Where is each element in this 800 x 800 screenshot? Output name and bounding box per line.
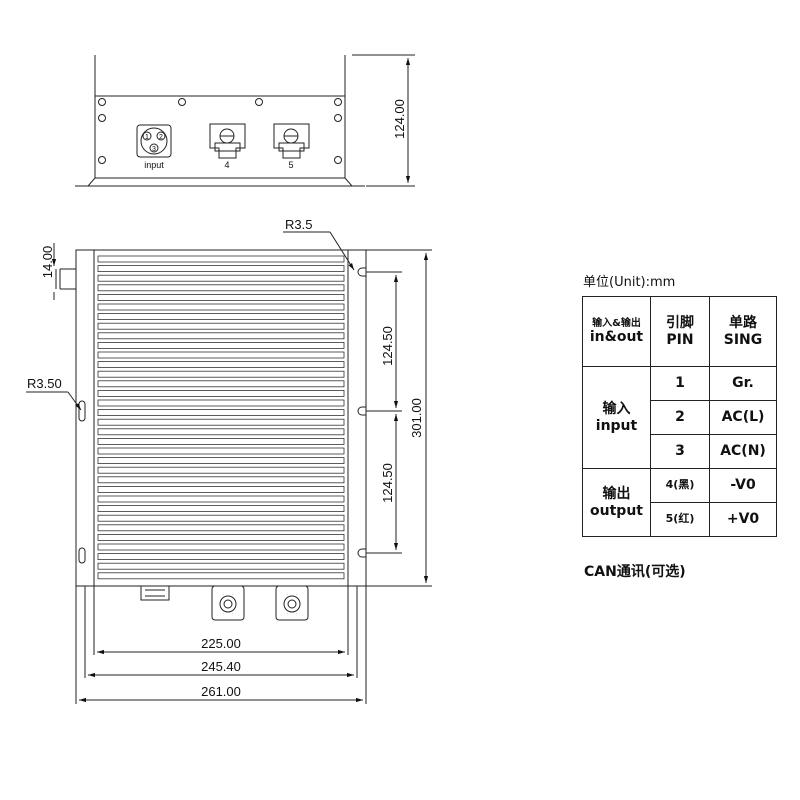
connector-pin-label: 1	[145, 134, 149, 141]
screw-icons	[98, 98, 342, 164]
can-label: CAN通讯(可选)	[584, 564, 686, 580]
front-dimensions	[26, 231, 432, 704]
terminal-5-bottom-icon	[275, 585, 309, 621]
heatsink-fin	[97, 543, 345, 551]
heatsink-fin	[97, 495, 345, 503]
connector-pin-label: 3	[152, 146, 156, 153]
output-group-cn: 输出	[602, 486, 631, 503]
heatsink-fin	[97, 524, 345, 532]
pin-cell: 4(黑)	[650, 468, 710, 503]
input-group-cell: 输入 input	[582, 366, 651, 469]
input-group-cn: 输入	[602, 401, 631, 418]
pin-cell: 3	[650, 434, 710, 469]
port-5-label: 5	[288, 160, 293, 170]
terminal-4-icon	[209, 123, 246, 159]
heatsink-fin	[97, 399, 345, 407]
heatsink-fin	[97, 418, 345, 426]
heatsink-fin	[97, 332, 345, 340]
signal-cell: AC(N)	[709, 434, 777, 469]
heatsink-fin	[97, 370, 345, 378]
header-inout-cn: 输入&输出	[592, 317, 641, 329]
heatsink-fin	[97, 466, 345, 474]
table-row: 输入 input 1 Gr.	[582, 366, 777, 469]
heatsink-fin	[97, 457, 345, 465]
heatsink-fin	[97, 437, 345, 445]
table-row: 输出 output 4(黑) -V0	[582, 468, 777, 537]
heatsink-fin	[97, 293, 345, 301]
heatsink-fin	[97, 265, 345, 273]
heatsink-fins	[97, 255, 345, 580]
header-pin-cn: 引脚	[666, 315, 694, 332]
terminal-4-bottom-icon	[211, 585, 245, 621]
header-sing-cn: 单路	[729, 315, 757, 332]
front-view	[59, 249, 367, 621]
header-sing-en: SING	[723, 331, 763, 348]
heatsink-fin	[97, 361, 345, 369]
table-row: 5(红) +V0	[583, 502, 777, 537]
signal-cell: -V0	[709, 468, 777, 503]
pin-table: 输入&输出 in&out 引脚 PIN 单路 SING 输入 input 1 G…	[582, 296, 777, 537]
input-group-en: input	[595, 417, 638, 434]
heatsink-fin	[97, 274, 345, 282]
heatsink-fin	[97, 303, 345, 311]
heatsink-fin	[97, 572, 345, 580]
input-label: input	[144, 160, 164, 170]
dim-radius-top: R3.5	[285, 217, 312, 232]
dim-width-inner: 225.00	[201, 636, 241, 651]
header-cell-inout: 输入&输出 in&out	[582, 296, 651, 367]
terminal-5-icon	[273, 123, 310, 159]
heatsink-fin	[97, 485, 345, 493]
unit-label: 单位(Unit):mm	[583, 275, 676, 290]
header-cell-pin: 引脚 PIN	[650, 296, 710, 367]
heatsink-fin	[97, 562, 345, 570]
heatsink-fin	[97, 428, 345, 436]
heatsink-fin	[97, 447, 345, 455]
output-group-en: output	[590, 502, 643, 519]
dim-width-mid: 245.40	[201, 659, 241, 674]
signal-cell: +V0	[709, 502, 777, 537]
header-inout-en: in&out	[589, 329, 644, 346]
dim-lug-height: 14.00	[40, 246, 55, 279]
heatsink-fin	[97, 534, 345, 541]
can-connector-icon	[140, 585, 170, 601]
dim-width-total: 261.00	[201, 684, 241, 699]
heatsink-fin	[97, 351, 345, 359]
dim-height-top: 124.00	[392, 99, 407, 139]
table-header-row: 输入&输出 in&out 引脚 PIN 单路 SING	[582, 296, 777, 367]
input-connector-icon	[136, 124, 172, 158]
port-4-label: 4	[224, 160, 229, 170]
heatsink-fin	[97, 476, 345, 484]
heatsink-fin	[97, 322, 345, 330]
top-view	[75, 54, 415, 187]
pin-cell: 2	[650, 400, 710, 435]
heatsink-fin	[97, 380, 345, 388]
signal-cell: Gr.	[709, 366, 777, 401]
heatsink-fin	[97, 389, 345, 397]
heatsink-fin	[97, 553, 345, 560]
heatsink-fin	[97, 341, 345, 349]
heatsink-fin	[97, 505, 345, 513]
heatsink-fin	[97, 255, 345, 263]
pin-cell: 1	[650, 366, 710, 401]
connector-pin-label: 2	[159, 134, 163, 141]
dim-total-height: 301.00	[409, 398, 424, 438]
heatsink-fin	[97, 284, 345, 292]
table-row: 2 AC(L)	[583, 400, 777, 435]
heatsink-fin	[97, 409, 345, 417]
signal-cell: AC(L)	[709, 400, 777, 435]
heatsink-fin	[97, 514, 345, 522]
heatsink-fin	[97, 313, 345, 321]
pin-cell: 5(红)	[650, 502, 710, 537]
header-cell-sing: 单路 SING	[709, 296, 777, 367]
dim-slot-b: 124.50	[380, 463, 395, 503]
header-pin-en: PIN	[666, 331, 694, 348]
dim-radius-left: R3.50	[27, 376, 62, 391]
output-group-cell: 输出 output	[582, 468, 651, 537]
dim-slot-a: 124.50	[380, 326, 395, 366]
